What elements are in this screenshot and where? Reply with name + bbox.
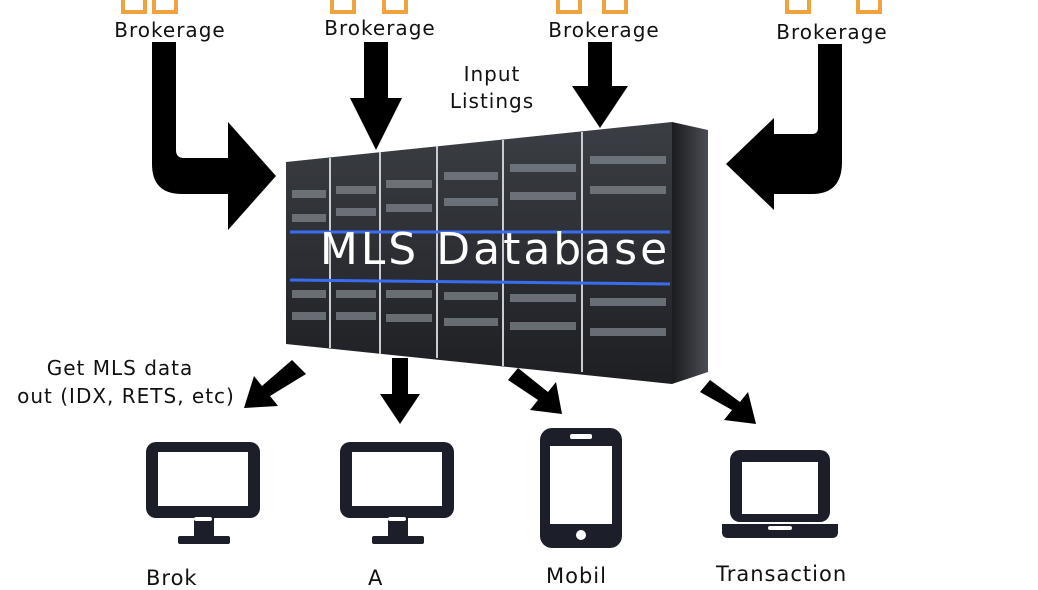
input-label-line2: Listings	[449, 89, 535, 113]
input-arrow-4	[726, 44, 842, 210]
device-label-1: Brok	[146, 566, 198, 590]
laptop-icon	[722, 450, 838, 538]
output-arrow-3	[508, 368, 562, 414]
device-label-2: A	[368, 566, 384, 590]
input-label-line1: Input	[463, 62, 521, 86]
diagram-canvas	[121, 0, 882, 548]
brokerage-label-1: Brokerage	[114, 18, 226, 42]
desktop-monitor-icon	[340, 442, 454, 544]
output-arrow-4	[700, 380, 756, 424]
output-arrow-1	[244, 360, 306, 408]
brokerage-icon-3	[556, 0, 628, 14]
input-arrow-1	[152, 42, 276, 230]
device-label-4: Transaction	[716, 562, 848, 586]
input-arrow-2	[350, 42, 402, 150]
brokerage-icon-2	[330, 0, 408, 14]
output-label-line1: Get MLS data	[46, 356, 194, 380]
device-label-3: Mobil	[546, 564, 607, 588]
brokerage-label-3: Brokerage	[548, 18, 660, 42]
brokerage-label-4: Brokerage	[776, 20, 888, 44]
mobile-phone-icon	[540, 428, 622, 548]
brokerage-label-2: Brokerage	[324, 16, 436, 40]
input-arrow-3	[572, 42, 628, 128]
output-arrow-2	[380, 358, 420, 424]
brokerage-icon-1	[121, 0, 178, 14]
output-label-line2: out (IDX, RETS, etc)	[17, 384, 235, 408]
brokerage-icon-4	[785, 0, 882, 14]
database-label: MLS Database	[319, 224, 671, 275]
desktop-monitor-icon	[146, 442, 260, 544]
server-rack	[286, 122, 708, 384]
